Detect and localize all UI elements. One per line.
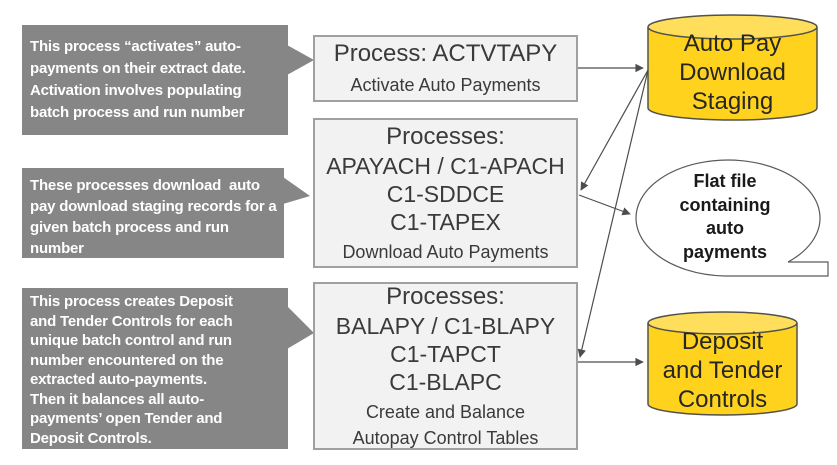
process-box-activate-subtitle: Activate Auto Payments bbox=[350, 75, 541, 95]
datastore-label-deposit-tender: Deposit and Tender Controls bbox=[662, 328, 783, 413]
process-code: BALAPY / C1-BLAPY bbox=[335, 312, 556, 339]
callout-activate-text: This process “activates” auto- payments … bbox=[30, 38, 246, 121]
process-box-download-title: Processes: bbox=[386, 122, 505, 150]
callout-tail-balance bbox=[287, 306, 314, 349]
process-box-balance-subtitle: Create and Balance Autopay Control Table… bbox=[352, 401, 539, 448]
callout-download: These processes download auto pay downlo… bbox=[22, 168, 284, 258]
datastore-label-auto-pay-staging: Auto Pay Download Staging bbox=[679, 30, 786, 115]
flat-file-shape bbox=[635, 159, 829, 277]
arrow-staging-to-balance bbox=[577, 69, 649, 358]
arrow-download-to-flat-file bbox=[578, 194, 631, 216]
process-code: C1-TAPEX bbox=[390, 208, 501, 235]
process-code: C1-SDDCE bbox=[386, 180, 505, 207]
callout-download-text: These processes download auto pay downlo… bbox=[30, 177, 277, 257]
process-box-activate-title: Process: ACTVTAPY bbox=[333, 40, 558, 67]
callout-balance-text: This process creates Deposit and Tender … bbox=[30, 293, 233, 447]
datastore-cylinder-auto-pay-staging bbox=[647, 14, 818, 121]
process-code: C1-BLAPC bbox=[389, 368, 502, 395]
process-box-activate: Process: ACTVTAPY Activate Auto Payments bbox=[313, 35, 578, 102]
process-box-balance-title: Processes: bbox=[386, 282, 505, 310]
process-box-balance: Processes: BALAPY / C1-BLAPY C1-TAPCT C1… bbox=[313, 282, 578, 450]
process-box-download-subtitle: Download Auto Payments bbox=[342, 241, 549, 262]
callout-tail-activate bbox=[287, 45, 314, 75]
process-code: APAYACH / C1-APACH bbox=[326, 152, 565, 179]
process-box-download: Processes: APAYACH / C1-APACH C1-SDDCE C… bbox=[313, 118, 578, 268]
flat-file-label: Flat file containing auto payments bbox=[679, 171, 771, 262]
datastore-cylinder-deposit-tender bbox=[647, 311, 798, 416]
callout-tail-download bbox=[283, 177, 310, 204]
callout-activate: This process “activates” auto- payments … bbox=[22, 25, 288, 135]
arrow-staging-to-download bbox=[580, 69, 649, 191]
callout-balance: This process creates Deposit and Tender … bbox=[22, 288, 288, 449]
process-code: C1-TAPCT bbox=[390, 340, 501, 367]
